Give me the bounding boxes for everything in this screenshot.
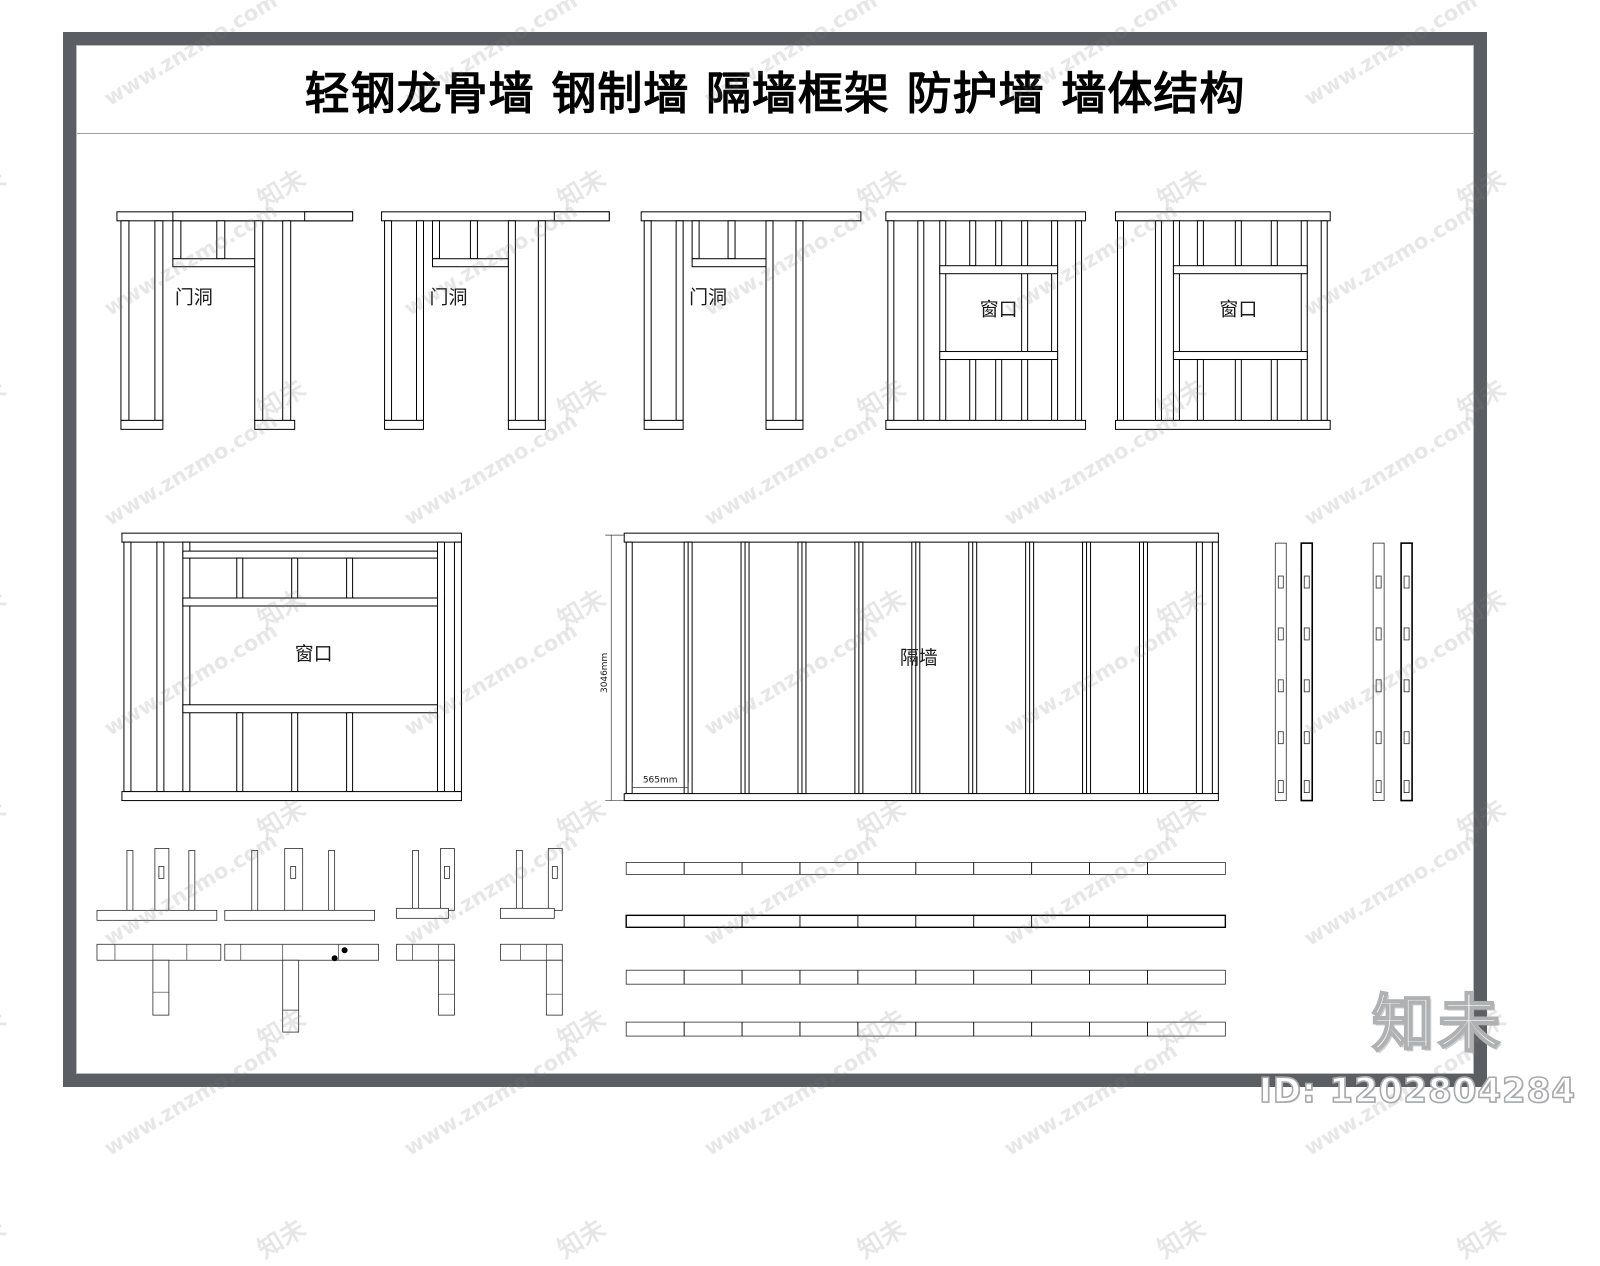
brand-watermark-tile: 知未 [550, 0, 611, 6]
door-frame-panel-3: 门洞 [640, 211, 862, 430]
track-profile-2 [625, 914, 1227, 929]
brand-watermark-tile: 知未 [0, 163, 11, 215]
t-junction-detail-2 [224, 848, 379, 1033]
brand-watermark-tile: 知未 [0, 793, 11, 845]
drawing-canvas: 门洞 门洞 [77, 134, 1473, 1073]
door-label-1: 门洞 [175, 287, 213, 309]
window-label-2: 窗口 [1219, 299, 1257, 321]
brand-watermark-tile: 知未 [0, 373, 11, 425]
brand-watermark-tile: 知未 [1450, 0, 1511, 6]
brand-watermark-tile: 知未 [552, 1213, 611, 1265]
sheet-title-bar: 轻钢龙骨墙 钢制墙 隔墙框架 防护墙 墙体结构 [77, 46, 1473, 134]
door-label-3: 门洞 [689, 287, 727, 309]
brand-watermark-tile: 知未 [0, 1003, 11, 1055]
stud-profile-3 [1372, 542, 1385, 801]
t-junction-detail-1 [96, 848, 222, 1016]
cad-drawing: 门洞 门洞 [96, 211, 1413, 1037]
window-frame-panel-1: 窗口 [885, 211, 1087, 430]
brand-watermark-tile: 知未 [1452, 1213, 1511, 1265]
track-profile-3 [625, 969, 1226, 985]
brand-watermark-tile: 知未 [250, 0, 311, 6]
l-junction-detail-1 [396, 848, 455, 1016]
drawing-sheet: 轻钢龙骨墙 钢制墙 隔墙框架 防护墙 墙体结构 [76, 45, 1474, 1074]
brand-watermark-tile: 知未 [1150, 0, 1211, 6]
brand-watermark-tile: 知未 [0, 0, 11, 6]
brand-watermark-tile: 知未 [0, 583, 11, 635]
drawing-sheet-frame: 轻钢龙骨墙 钢制墙 隔墙框架 防护墙 墙体结构 [63, 32, 1487, 1087]
window-frame-panel-2: 窗口 [1115, 211, 1331, 430]
window-label-1: 窗口 [980, 299, 1018, 321]
brand-watermark-tile: 知未 [852, 1213, 911, 1265]
track-profile-1 [625, 862, 1226, 875]
door-label-2: 门洞 [430, 287, 468, 309]
wide-window-panel: 窗口 [121, 532, 462, 802]
dimension-spacing: 565mm [631, 776, 689, 794]
stud-profile-4 [1400, 542, 1413, 802]
stud-profile-2 [1300, 542, 1314, 802]
brand-watermark-tile: 知未 [0, 1213, 11, 1265]
door-frame-panel-2: 门洞 [381, 211, 610, 430]
wide-window-label: 窗口 [295, 643, 333, 665]
brand-watermark-tile: 知未 [850, 0, 911, 6]
dimension-height: 3046mm [600, 534, 625, 801]
partition-label: 隔墙 [900, 647, 938, 669]
dimension-spacing-label: 565mm [643, 776, 678, 786]
brand-watermark-tile: 知未 [252, 1213, 311, 1265]
track-profile-4 [625, 1021, 1226, 1037]
page-title: 轻钢龙骨墙 钢制墙 隔墙框架 防护墙 墙体结构 [304, 67, 1246, 120]
l-junction-detail-2 [499, 848, 563, 1016]
dimension-height-label: 3046mm [600, 653, 610, 693]
door-frame-panel-1: 门洞 [116, 211, 354, 430]
brand-watermark-tile: 知未 [1152, 1213, 1211, 1265]
stud-profile-group [1274, 542, 1413, 802]
partition-wall-panel: 隔墙 3046mm 565mm [600, 532, 1219, 802]
stud-profile-1 [1274, 542, 1287, 801]
